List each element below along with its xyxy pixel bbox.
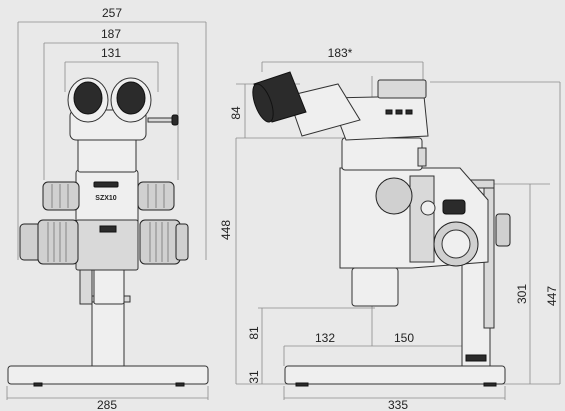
front-focus-knob-left bbox=[37, 219, 79, 265]
side-head-mark-3 bbox=[405, 109, 413, 115]
side-foot-rear bbox=[483, 382, 497, 387]
side-tension-knob bbox=[495, 213, 511, 247]
front-focus-knob-outer-right bbox=[175, 223, 189, 261]
front-foot-right bbox=[175, 382, 185, 387]
side-eyepiece-tube bbox=[287, 83, 361, 137]
front-objective-side bbox=[79, 265, 93, 305]
dim-rear-offset-label: 150 bbox=[394, 331, 414, 345]
dim-middle-width-label: 187 bbox=[101, 27, 121, 41]
front-head-lever bbox=[147, 117, 175, 123]
side-neck-knob bbox=[417, 147, 427, 167]
side-focus-block bbox=[409, 175, 435, 263]
front-model-label: SZX10 bbox=[95, 195, 117, 202]
dim-base-width-label: 285 bbox=[97, 398, 117, 411]
dim-eyepiece-width-label: 131 bbox=[101, 46, 121, 60]
front-base bbox=[7, 365, 209, 385]
front-objective bbox=[93, 267, 125, 305]
side-base bbox=[284, 365, 506, 385]
dim-base-thickness-label: 31 bbox=[247, 370, 261, 384]
front-zoom-neck bbox=[77, 135, 137, 173]
dim-overall-width-label: 257 bbox=[102, 6, 122, 20]
side-objective bbox=[351, 267, 399, 307]
side-head-mark-2 bbox=[395, 109, 403, 115]
side-eyecup bbox=[252, 83, 274, 123]
dim-base-depth-label: 335 bbox=[388, 398, 408, 411]
front-brand-logo bbox=[93, 181, 119, 188]
front-foot-left bbox=[33, 382, 43, 387]
side-foot-front bbox=[295, 382, 309, 387]
front-eyecup-right bbox=[116, 81, 146, 115]
front-focus-knob-right bbox=[139, 219, 181, 265]
side-head-mark-1 bbox=[385, 109, 393, 115]
side-zoom-neck bbox=[341, 137, 423, 171]
side-head-top bbox=[377, 79, 427, 99]
dim-stage-height-label: 81 bbox=[247, 326, 261, 340]
side-focus-knob-center bbox=[441, 229, 471, 259]
front-eyecup-left bbox=[73, 81, 103, 115]
dim-top-depth-label: 183* bbox=[328, 46, 353, 60]
front-zoom-knob-left bbox=[42, 181, 80, 211]
dim-eyepiece-height-label: 84 bbox=[229, 106, 243, 120]
side-brand-logo bbox=[442, 199, 466, 215]
front-index-mark bbox=[99, 225, 117, 233]
dim-height-label: 448 bbox=[219, 220, 233, 240]
dim-front-offset-label: 132 bbox=[315, 331, 335, 345]
side-zoom-knob bbox=[375, 177, 413, 215]
side-column-clamp bbox=[465, 354, 487, 362]
side-zoom-indicator bbox=[420, 200, 436, 216]
dim-column-height-label: 301 bbox=[515, 284, 529, 304]
front-column bbox=[91, 299, 125, 367]
front-dimension-lines bbox=[6, 21, 209, 400]
dim-total-height-label: 447 bbox=[545, 286, 559, 306]
side-view: 183* 84 448 81 31 132 150 301 447 335 bbox=[219, 46, 561, 411]
front-view: SZX10 257 187 131 285 bbox=[6, 6, 209, 411]
front-lever-tip bbox=[171, 114, 179, 126]
